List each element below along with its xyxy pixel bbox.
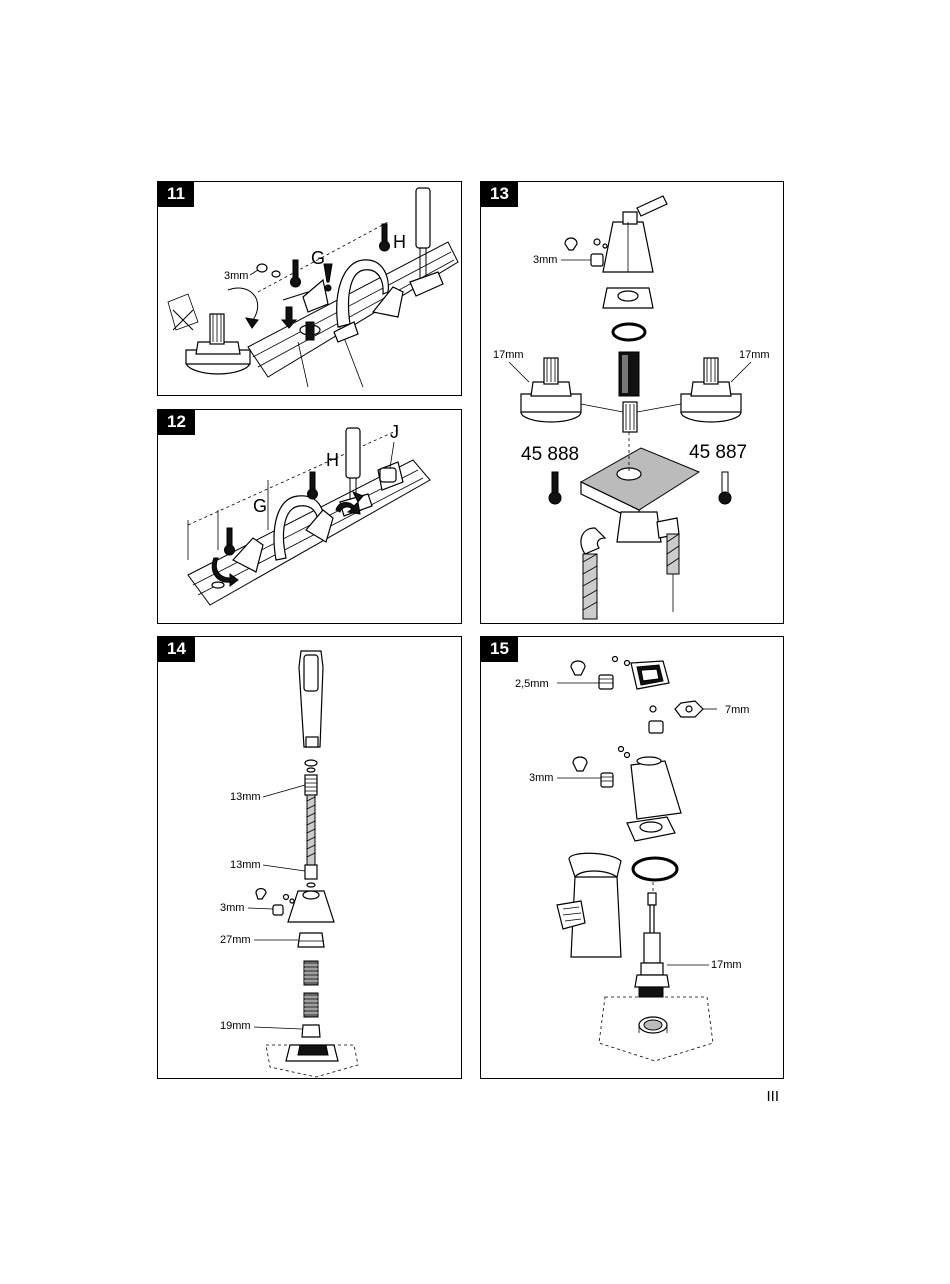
hot-thermometer-icon	[549, 472, 561, 504]
label-g: G	[311, 248, 325, 268]
valve-body-part	[617, 512, 661, 542]
label-19mm: 19mm	[220, 1020, 251, 1032]
nut-27mm-part	[298, 933, 324, 947]
label-h: H	[326, 450, 339, 470]
wrench-tool-part	[569, 853, 621, 877]
label-3mm: 3mm	[220, 902, 244, 914]
warning-exclamation-icon	[324, 264, 332, 291]
label-h: H	[393, 232, 406, 252]
valve-45888	[521, 358, 581, 422]
label-g: G	[253, 496, 267, 516]
step-15-illustration: 2,5mm 7mm 3mm 17mm	[481, 637, 785, 1080]
page-number: III	[766, 1088, 779, 1105]
label-17mm-right: 17mm	[739, 349, 770, 361]
step-15-panel: 15 2,5mm 7mm 3mm	[480, 636, 784, 1079]
label-13mm-lower: 13mm	[230, 859, 261, 871]
hose-right	[667, 534, 679, 574]
step-13-panel: 13 3mm	[480, 181, 784, 624]
o-ring-part	[613, 324, 645, 340]
label-13mm-upper: 13mm	[230, 791, 261, 803]
label-17mm-left: 17mm	[493, 349, 524, 361]
label-7mm: 7mm	[725, 704, 749, 716]
label-27mm: 27mm	[220, 934, 251, 946]
step-11-illustration: 3mm G H	[158, 182, 463, 397]
label-2-5mm: 2,5mm	[515, 678, 549, 690]
step-12-panel: 12 G H J	[157, 409, 462, 624]
hand-shower-part	[346, 428, 360, 478]
step-11-panel: 11	[157, 181, 462, 396]
step-12-illustration: G H J	[158, 410, 463, 625]
valve-45887	[681, 358, 741, 422]
handle-body-part	[631, 761, 681, 819]
o-ring-part	[633, 858, 677, 880]
step-14-panel: 14 13mm 13mm 3mm 27mm	[157, 636, 462, 1079]
label-j: J	[390, 422, 399, 442]
label-3mm: 3mm	[224, 270, 248, 282]
label-17mm: 17mm	[711, 959, 742, 971]
arrow-down-icon	[282, 307, 296, 328]
valve-stem-icon	[306, 322, 314, 340]
step-13-illustration: 3mm 17mm 17mm	[481, 182, 785, 625]
label-3mm: 3mm	[529, 772, 553, 784]
cartridge-closeup	[168, 288, 258, 374]
cold-thermometer-icon	[719, 472, 731, 504]
hot-thermometer-icon	[380, 224, 390, 251]
hose-nut-part	[305, 775, 317, 795]
hand-shower-part	[416, 188, 430, 248]
part-number-45888: 45 888	[521, 444, 579, 465]
hot-thermometer-icon	[308, 472, 318, 499]
spout-part	[337, 260, 389, 327]
step-14-illustration: 13mm 13mm 3mm 27mm 19mm	[158, 637, 463, 1080]
hot-thermometer-icon	[225, 528, 235, 555]
label-3mm: 3mm	[533, 254, 557, 266]
g-handle-part	[233, 538, 263, 572]
part-number-45887: 45 887	[689, 442, 747, 463]
rotate-arrow-icon	[228, 288, 258, 320]
